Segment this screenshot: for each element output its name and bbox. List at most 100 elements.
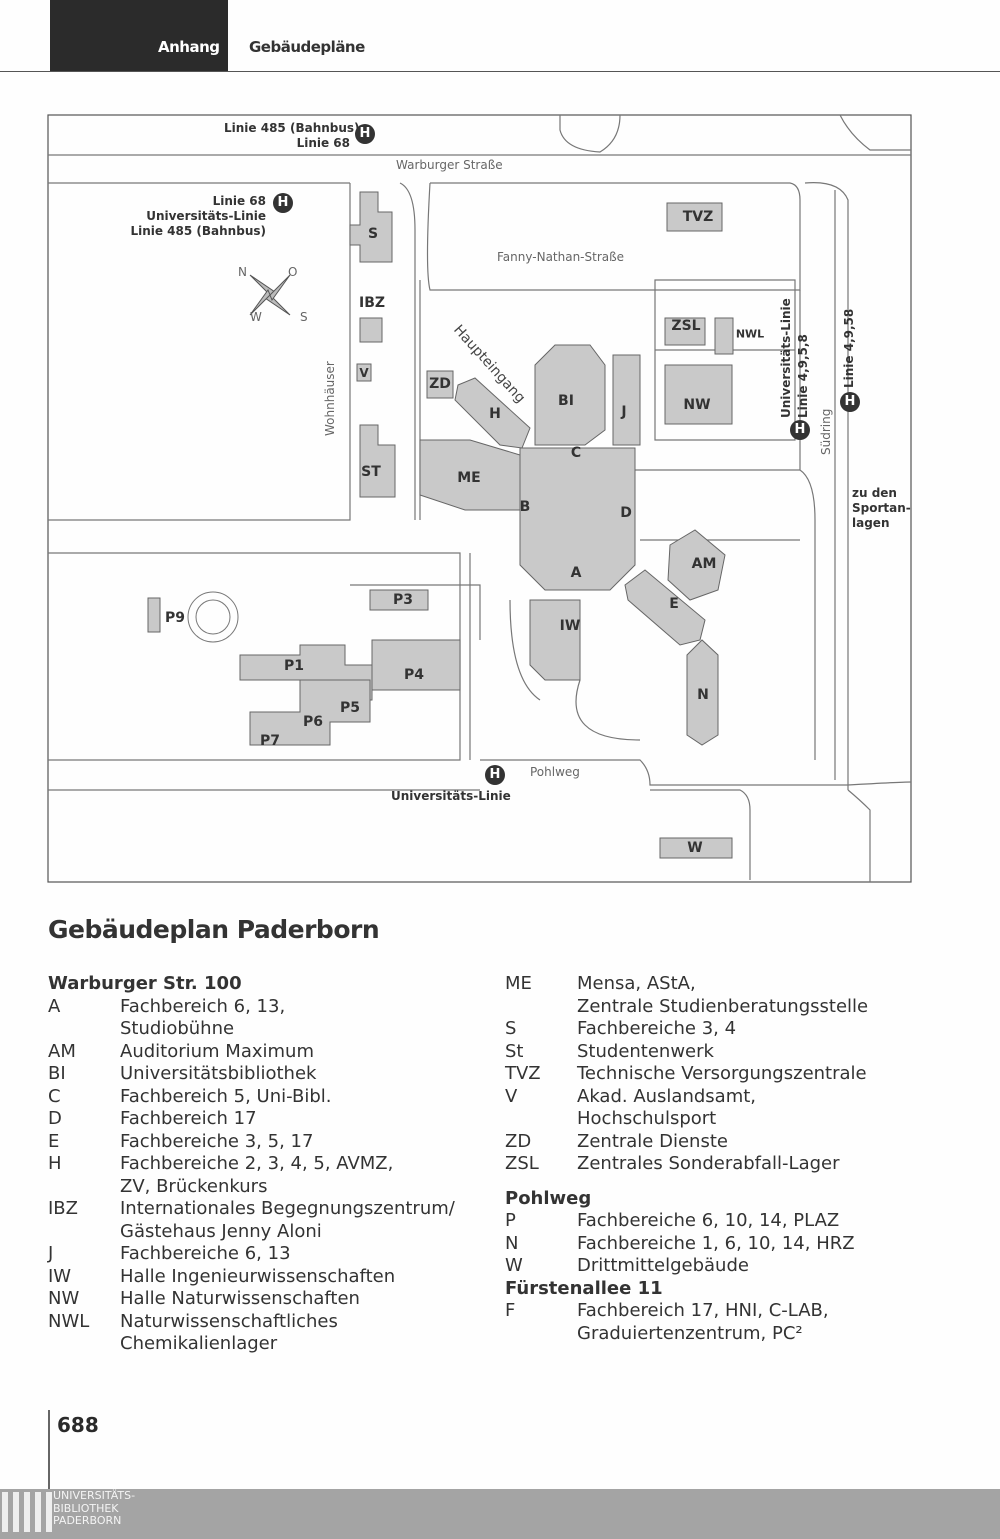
buildings xyxy=(147,191,734,859)
building-d: D xyxy=(620,505,632,521)
building-p1: P1 xyxy=(283,658,305,674)
legend-left: Warburger Str. 100 A Fachbereich 6, 13, S… xyxy=(48,973,488,1356)
bus-line-vertical: Linie 4,9,58 xyxy=(842,308,856,388)
building-iw: IW xyxy=(559,618,581,634)
building-description: Fachbereiche 3, 4 xyxy=(577,1018,737,1039)
street-suedring: Südring xyxy=(819,408,833,455)
building-description: Fachbereich 17 xyxy=(120,1108,257,1129)
bus-line: Universitäts-Linie xyxy=(146,209,266,223)
building-p4: P4 xyxy=(403,667,425,683)
building-p5: P5 xyxy=(339,700,361,716)
bus-stop-label-left: Linie 68 Universitäts-Linie Linie 485 (B… xyxy=(130,194,266,239)
building-code: NWL xyxy=(48,1310,90,1332)
building-p9: P9 xyxy=(164,610,186,626)
building-nw: NW xyxy=(683,397,711,413)
page-title: Gebäudeplan Paderborn xyxy=(48,915,380,944)
header-section: Anhang xyxy=(158,38,220,56)
building-code: ME xyxy=(505,973,532,994)
building-description: Internationales Begegnungszentrum/ Gäste… xyxy=(120,1198,455,1242)
building-e: E xyxy=(669,596,679,612)
legend-row: A Fachbereich 6, 13, Studiobühne xyxy=(48,996,488,1041)
building-code: C xyxy=(48,1085,61,1107)
building-code: J xyxy=(48,1243,54,1264)
building-st: ST xyxy=(361,464,381,480)
compass-w: W xyxy=(250,310,262,324)
legend-row: ZD Zentrale Dienste xyxy=(505,1131,945,1154)
building-description: Halle Naturwissenschaften xyxy=(120,1288,360,1309)
bus-line: Linie 68 xyxy=(296,136,350,150)
legend-row: IW Halle Ingenieurwissenschaften xyxy=(48,1266,488,1289)
building-zd: ZD xyxy=(429,376,451,392)
building-description: Halle Ingenieurwissenschaften xyxy=(120,1265,396,1287)
building-description: Universitätsbibliothek xyxy=(120,1063,317,1084)
legend-heading: Pohlweg xyxy=(505,1187,592,1209)
bus-stop-icon: H xyxy=(790,420,810,440)
bus-stop-label-top: Linie 485 (Bahnbus) Linie 68 xyxy=(224,121,360,151)
building-am: AM xyxy=(691,556,717,572)
bus-stop-icon: H xyxy=(840,392,860,412)
building-code: A xyxy=(48,995,61,1017)
bus-stop-label-bottom: Universitäts-Linie xyxy=(391,789,511,803)
legend-right: ME Mensa, AStA, Zentrale Studienberatungs… xyxy=(505,973,945,1345)
legend-heading: Warburger Str. 100 xyxy=(48,973,242,994)
bus-stop-icon: H xyxy=(485,765,505,785)
building-description: Auditorium Maximum xyxy=(120,1040,314,1062)
bus-stop-icon: H xyxy=(273,193,293,213)
street-warburger: Warburger Straße xyxy=(396,158,503,172)
library-footer: UNIVERSITÄTS- BIBLIOTHEK PADERBORN xyxy=(0,1489,1000,1539)
page-number-rule xyxy=(48,1410,50,1490)
building-nwl: NWL xyxy=(735,327,765,341)
building-w: W xyxy=(687,840,703,856)
building-description: Fachbereiche 6, 13 xyxy=(120,1243,291,1264)
header-rule xyxy=(0,71,1000,72)
bus-line: Linie 68 xyxy=(212,194,266,208)
legend-heading: Fürstenallee 11 xyxy=(505,1277,663,1299)
building-description: Zentrales Sonderabfall-Lager xyxy=(577,1153,840,1174)
bus-line: Linie 485 (Bahnbus) xyxy=(224,121,360,135)
building-description: Drittmittelgebäude xyxy=(577,1255,749,1276)
building-description: Zentrale Dienste xyxy=(577,1130,728,1152)
roads xyxy=(47,114,912,883)
header-tab xyxy=(50,0,228,72)
compass-rose xyxy=(249,274,291,316)
building-description: Fachbereich 6, 13, Studiobühne xyxy=(120,995,286,1040)
building-zsl: ZSL xyxy=(671,318,701,334)
header-topic: Gebäudepläne xyxy=(249,38,365,56)
building-s: S xyxy=(367,226,379,242)
building-code: E xyxy=(48,1130,60,1152)
building-code: ZD xyxy=(505,1130,532,1152)
bus-line-vertical: Universitäts-Linie xyxy=(779,298,793,418)
building-code: H xyxy=(48,1153,62,1174)
building-code: IW xyxy=(48,1265,72,1287)
building-code: F xyxy=(505,1300,516,1321)
building-description: Studentenwerk xyxy=(577,1040,714,1062)
building-j: J xyxy=(621,404,627,420)
building-a: A xyxy=(570,565,582,581)
legend-row: J Fachbereiche 6, 13 xyxy=(48,1243,488,1266)
bus-line-vertical: Linie 4,9,5,8 xyxy=(796,334,810,418)
library-logo xyxy=(2,1492,52,1532)
building-description: Mensa, AStA, Zentrale Studienberatungsst… xyxy=(577,973,869,1017)
campus-map xyxy=(47,114,912,883)
library-logo-text: UNIVERSITÄTS- BIBLIOTHEK PADERBORN xyxy=(53,1489,136,1527)
building-me: ME xyxy=(457,470,481,486)
building-h: H xyxy=(489,406,501,422)
building-description: Akad. Auslandsamt, Hochschulsport xyxy=(577,1085,757,1130)
street-pohlweg: Pohlweg xyxy=(530,765,580,779)
building-code: TVZ xyxy=(505,1063,541,1084)
building-c: C xyxy=(570,445,582,461)
building-b: B xyxy=(519,499,531,515)
label-sportanlagen: zu den Sportan- lagen xyxy=(852,486,911,530)
